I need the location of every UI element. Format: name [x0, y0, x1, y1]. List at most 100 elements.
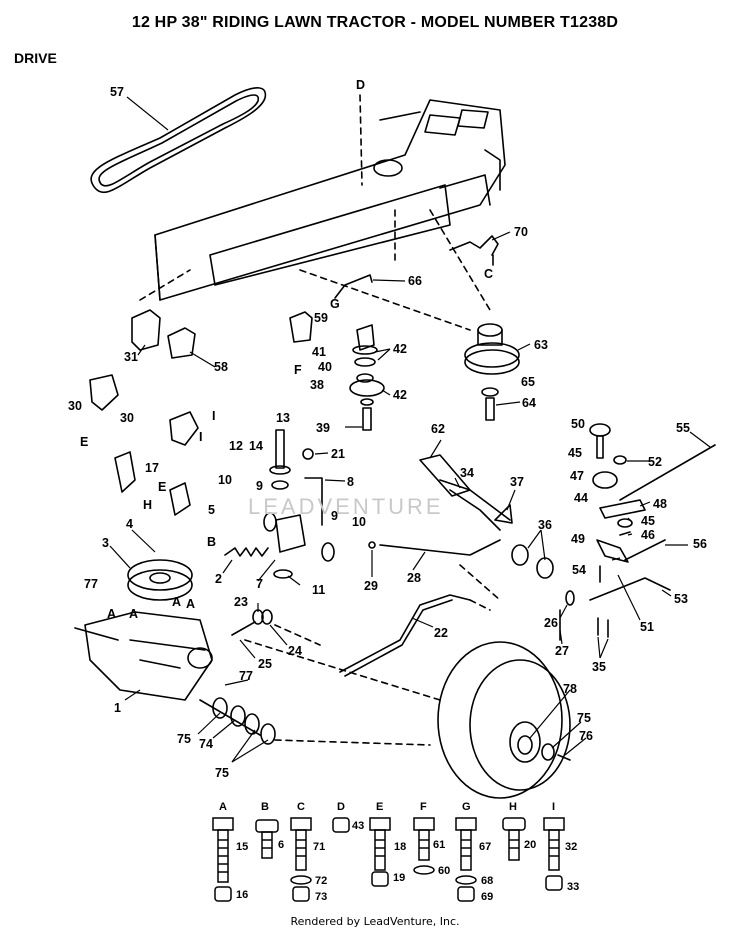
hardware-letter-G: G [462, 801, 471, 813]
page-title: 12 HP 38" RIDING LAWN TRACTOR - MODEL NU… [131, 14, 619, 31]
hardware-part: 43 [352, 820, 364, 832]
callout-64: 64 [522, 396, 536, 410]
callout-40: 40 [318, 360, 332, 374]
callout-1: 1 [114, 701, 121, 715]
callout-A: A [186, 597, 195, 611]
callout-12: 12 [229, 439, 243, 453]
hardware-part: 61 [433, 839, 445, 851]
callout-29: 29 [364, 579, 378, 593]
callout-78: 78 [563, 682, 577, 696]
callout-22: 22 [434, 626, 448, 640]
callout-75: 75 [215, 766, 229, 780]
callout-B: B [207, 535, 216, 549]
hardware-part: 18 [394, 841, 406, 853]
callout-A: A [129, 607, 138, 621]
hardware-letter-B: B [261, 801, 269, 813]
callout-30: 30 [120, 411, 134, 425]
hardware-part: 69 [481, 891, 493, 903]
callout-66: 66 [408, 274, 422, 288]
hardware-letter-D: D [337, 801, 345, 813]
callout-76: 76 [579, 729, 593, 743]
hardware-letter-F: F [420, 801, 427, 813]
tractor-frame [154, 99, 506, 301]
callout-C: C [484, 267, 493, 281]
callout-62: 62 [431, 422, 445, 436]
hardware-part: 19 [393, 872, 405, 884]
watermark: LEADVENTURE [248, 494, 444, 519]
callout-28: 28 [407, 571, 421, 585]
callout-39: 39 [316, 421, 330, 435]
callout-25: 25 [258, 657, 272, 671]
callout-D: D [356, 78, 365, 92]
callout-52: 52 [648, 455, 662, 469]
callout-10: 10 [352, 515, 366, 529]
hardware-part: 20 [524, 839, 536, 851]
hardware-part: 32 [565, 841, 577, 853]
section-label: DRIVE [14, 50, 57, 66]
callout-27: 27 [555, 644, 569, 658]
callout-7: 7 [256, 577, 263, 591]
callout-77: 77 [84, 577, 98, 591]
callout-53: 53 [674, 592, 688, 606]
callout-54: 54 [572, 563, 586, 577]
callout-I: I [199, 430, 202, 444]
callout-75: 75 [577, 711, 591, 725]
transaxle [84, 611, 213, 701]
callout-37: 37 [510, 475, 524, 489]
callout-45: 45 [641, 514, 655, 528]
callout-8: 8 [347, 475, 354, 489]
callout-35: 35 [592, 660, 606, 674]
callout-46: 46 [641, 528, 655, 542]
hardware-part: 68 [481, 875, 493, 887]
callout-77: 77 [239, 669, 253, 683]
hardware-letter-H: H [509, 801, 517, 813]
hardware-letter-I: I [552, 801, 555, 813]
hardware-part: 60 [438, 865, 450, 877]
callout-44: 44 [574, 491, 588, 505]
callout-30: 30 [68, 399, 82, 413]
callout-2: 2 [215, 572, 222, 586]
callout-21: 21 [331, 447, 345, 461]
hardware-part: 67 [479, 841, 491, 853]
hardware-letter-E: E [376, 801, 383, 813]
callout-H: H [143, 498, 152, 512]
callout-9: 9 [331, 509, 338, 523]
callout-51: 51 [640, 620, 654, 634]
hardware-letter-A: A [219, 801, 227, 813]
callout-24: 24 [288, 644, 302, 658]
callout-E: E [158, 480, 166, 494]
callout-36: 36 [538, 518, 552, 532]
hardware-part: 15 [236, 841, 248, 853]
callout-I: I [212, 409, 215, 423]
callout-56: 56 [693, 537, 707, 551]
callout-13: 13 [276, 411, 290, 425]
callout-4: 4 [126, 517, 133, 531]
callout-42: 42 [393, 388, 407, 402]
callout-9: 9 [256, 479, 263, 493]
callout-75: 75 [177, 732, 191, 746]
callout-F: F [294, 363, 302, 377]
callout-65: 65 [521, 375, 535, 389]
callout-34: 34 [460, 466, 474, 480]
callout-26: 26 [544, 616, 558, 630]
callout-59: 59 [314, 311, 328, 325]
callout-G: G [330, 297, 340, 311]
callout-E: E [80, 435, 88, 449]
callout-11: 11 [312, 583, 325, 597]
callout-42: 42 [393, 342, 407, 356]
callout-14: 14 [249, 439, 263, 453]
hardware-part: 33 [567, 881, 579, 893]
callout-3: 3 [102, 536, 109, 550]
callout-58: 58 [214, 360, 228, 374]
callout-47: 47 [570, 469, 584, 483]
callout-57: 57 [110, 85, 124, 99]
callout-70: 70 [514, 225, 528, 239]
callout-38: 38 [310, 378, 324, 392]
callout-17: 17 [145, 461, 159, 475]
callout-45: 45 [568, 446, 582, 460]
callout-23: 23 [234, 595, 248, 609]
hardware-part: 72 [315, 875, 327, 887]
drive-belt [90, 87, 267, 194]
hardware-part: 16 [236, 889, 248, 901]
